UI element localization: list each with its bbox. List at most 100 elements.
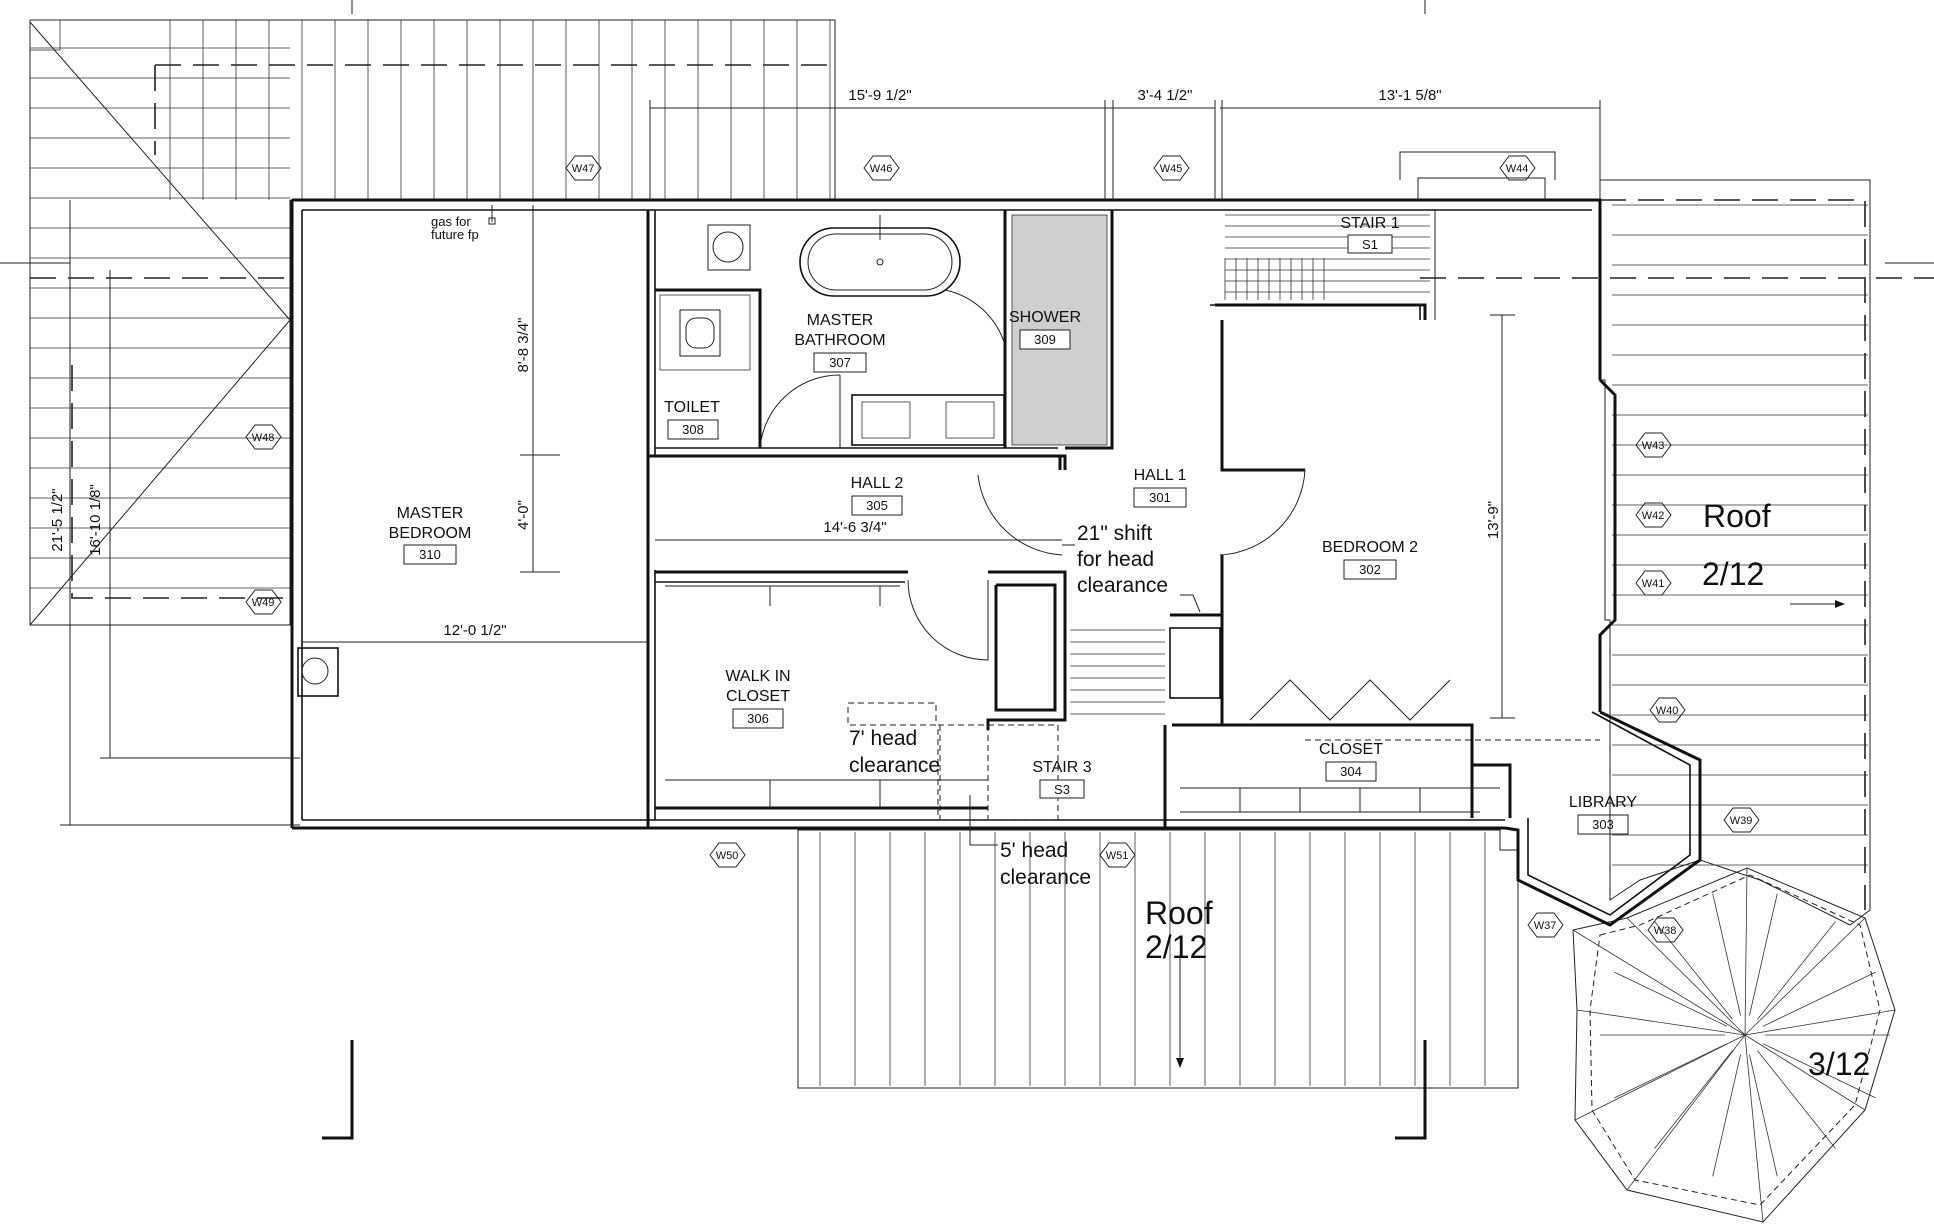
dimension-lines: 15'-9 1/2" 3'-4 1/2" 13'-1 5/8" 8'-8 3/4… xyxy=(49,87,1601,826)
hatch-line xyxy=(1614,1043,1728,1099)
room-library: LIBRARY 303 xyxy=(1569,794,1638,835)
window-tag: W37 xyxy=(1527,912,1564,938)
room-name: CLOSET xyxy=(726,688,790,705)
room-walk-in-closet: WALK IN CLOSET 306 xyxy=(725,668,791,729)
hatch-line xyxy=(1654,1050,1733,1149)
hatch-line xyxy=(1744,1034,1866,1111)
roof-east-label: Roof xyxy=(1703,498,1771,534)
hatch-line xyxy=(1749,893,1778,1016)
room-name: CLOSET xyxy=(1319,741,1383,758)
room-number: 306 xyxy=(747,711,769,726)
svg-text:W44: W44 xyxy=(1506,163,1529,175)
hatch-line xyxy=(1762,971,1876,1027)
roof-east: Roof 2/12 xyxy=(1420,179,1934,926)
room-bedroom-2: BEDROOM 2 302 xyxy=(1322,539,1418,580)
room-hall-1: HALL 1 301 xyxy=(1133,467,1187,508)
dim-4-0: 4'-0" xyxy=(515,500,532,530)
room-name: TOILET xyxy=(664,399,720,416)
roof-south-pitch: 2/12 xyxy=(1145,929,1207,965)
room-name: STAIR 3 xyxy=(1032,759,1091,776)
room-stair-1: STAIR 1 S1 xyxy=(1340,215,1400,254)
window-tags: W47 W46 W45 W44 W48 W49 W43 W42 W41 W40 … xyxy=(245,155,1760,943)
room-name: MASTER xyxy=(807,312,874,329)
room-number: 302 xyxy=(1359,562,1381,577)
room-number: 308 xyxy=(682,422,704,437)
exterior-walls xyxy=(290,198,1702,927)
hatch-line xyxy=(1749,1054,1778,1177)
svg-text:W40: W40 xyxy=(1656,705,1679,717)
door-swings xyxy=(759,289,1306,661)
room-number: 304 xyxy=(1340,764,1362,779)
roof-northwest xyxy=(29,19,836,626)
dim-14-6: 14'-6 3/4" xyxy=(823,519,886,536)
hatch-line xyxy=(1757,921,1836,1020)
roof-south-label: Roof xyxy=(1145,895,1213,931)
room-name: HALL 1 xyxy=(1134,467,1187,484)
window-tag: W49 xyxy=(245,589,282,615)
dim-8-8: 8'-8 3/4" xyxy=(515,318,532,373)
hatch-line xyxy=(1762,1043,1876,1099)
window-tag: W38 xyxy=(1647,917,1684,943)
room-name: LIBRARY xyxy=(1569,794,1638,811)
svg-text:W37: W37 xyxy=(1534,920,1557,932)
svg-text:W51: W51 xyxy=(1106,850,1129,862)
room-shower: SHOWER 309 xyxy=(1009,309,1081,350)
shift-note: clearance xyxy=(1077,574,1168,597)
head-clearance-5: clearance xyxy=(1000,866,1091,889)
dim-13-1: 13'-1 5/8" xyxy=(1378,87,1441,104)
window-tag: W43 xyxy=(1635,432,1672,458)
dim-13-9: 13'-9" xyxy=(1485,501,1502,539)
stair-3-treads xyxy=(1070,629,1165,715)
stair-1-treads xyxy=(1210,210,1436,320)
room-name: HALL 2 xyxy=(851,475,904,492)
room-master-bedroom: MASTER BEDROOM 310 xyxy=(389,505,471,565)
svg-text:W39: W39 xyxy=(1730,815,1753,827)
dim-12-0: 12'-0 1/2" xyxy=(443,622,506,639)
svg-text:W38: W38 xyxy=(1654,925,1677,937)
hatch-line xyxy=(1576,1009,1746,1036)
svg-text:W50: W50 xyxy=(716,850,739,862)
svg-text:W47: W47 xyxy=(572,163,595,175)
head-clearance-5: 5' head xyxy=(1000,839,1068,862)
room-name: BEDROOM 2 xyxy=(1322,539,1418,556)
room-number: 309 xyxy=(1034,332,1056,347)
room-number: S1 xyxy=(1362,237,1378,252)
room-master-bathroom: MASTER BATHROOM 307 xyxy=(794,312,886,373)
room-hall-2: HALL 2 305 xyxy=(851,475,904,516)
dim-3-4: 3'-4 1/2" xyxy=(1138,87,1193,104)
room-labels: MASTER BEDROOM 310 MASTER BATHROOM 307 T… xyxy=(389,215,1638,835)
svg-text:W46: W46 xyxy=(870,163,893,175)
shift-note: 21" shift xyxy=(1077,522,1152,545)
roof-library: 3/12 xyxy=(1572,867,1896,1223)
dim-15-9: 15'-9 1/2" xyxy=(848,87,911,104)
svg-text:W48: W48 xyxy=(252,432,275,444)
room-stair-3: STAIR 3 S3 xyxy=(1032,759,1092,799)
dim-16-10: 16'-10 1/8" xyxy=(87,484,104,556)
window-tag: W50 xyxy=(709,842,746,868)
svg-text:W43: W43 xyxy=(1642,440,1665,452)
svg-text:W49: W49 xyxy=(252,597,275,609)
hatch-line xyxy=(1712,893,1741,1016)
notes: gas for future fp 21" shift for head cle… xyxy=(431,205,1201,889)
hatch-line xyxy=(1572,929,1746,1036)
window-tag: W46 xyxy=(863,155,900,181)
head-clearance-7: clearance xyxy=(849,754,940,777)
hatch-line xyxy=(1757,1050,1836,1149)
hatch-line xyxy=(1744,867,1748,1036)
hatch-line xyxy=(1574,1034,1746,1121)
window-tag: W48 xyxy=(245,424,282,450)
window-tag: W45 xyxy=(1153,155,1190,181)
hatch-line xyxy=(1626,917,1746,1036)
svg-text:W41: W41 xyxy=(1642,578,1665,590)
hatch-line xyxy=(1744,1009,1896,1036)
roof-east-pitch: 2/12 xyxy=(1702,556,1764,592)
head-clearance-7: 7' head xyxy=(849,727,917,750)
hatch-line xyxy=(1654,921,1733,1020)
hatch-line xyxy=(1626,1034,1746,1191)
room-number: 301 xyxy=(1149,490,1171,505)
room-toilet: TOILET 308 xyxy=(664,399,720,440)
dim-21-5: 21'-5 1/2" xyxy=(49,488,66,551)
window-tag: W40 xyxy=(1649,697,1686,723)
hatch-line xyxy=(1744,1034,1764,1223)
room-name: BATHROOM xyxy=(794,332,885,349)
